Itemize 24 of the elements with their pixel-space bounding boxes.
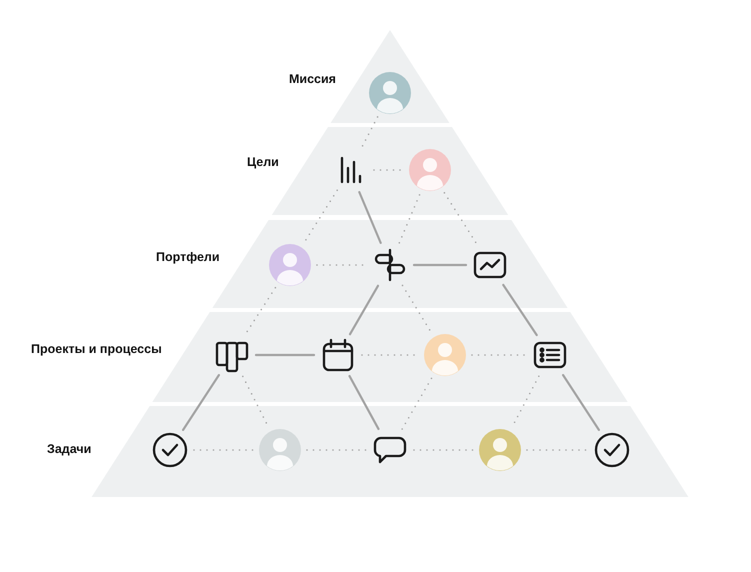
dotted-connector [526,449,589,451]
dotted-connector [401,378,432,430]
connector-line [412,264,468,266]
dotted-connector [360,116,378,150]
connector-line [348,284,380,336]
connector-line [562,374,600,431]
level-label: Цели [247,155,279,169]
level-label: Проекты и процессы [31,342,162,356]
level-label: Миссия [289,72,336,86]
dotted-connector [444,192,478,246]
level-label: Задачи [47,442,92,456]
connector-line [182,374,220,431]
connector-line [358,191,382,244]
dotted-connector [413,449,474,451]
dotted-connector [471,354,527,356]
dotted-connector [402,284,432,333]
dotted-connector [193,449,254,451]
level-label: Портфели [156,250,220,264]
connector-line [502,284,538,336]
dotted-connector [304,189,338,243]
dotted-connector [306,449,367,451]
connector-line [348,374,380,430]
dotted-connector [398,194,420,244]
connector-line [254,354,316,356]
